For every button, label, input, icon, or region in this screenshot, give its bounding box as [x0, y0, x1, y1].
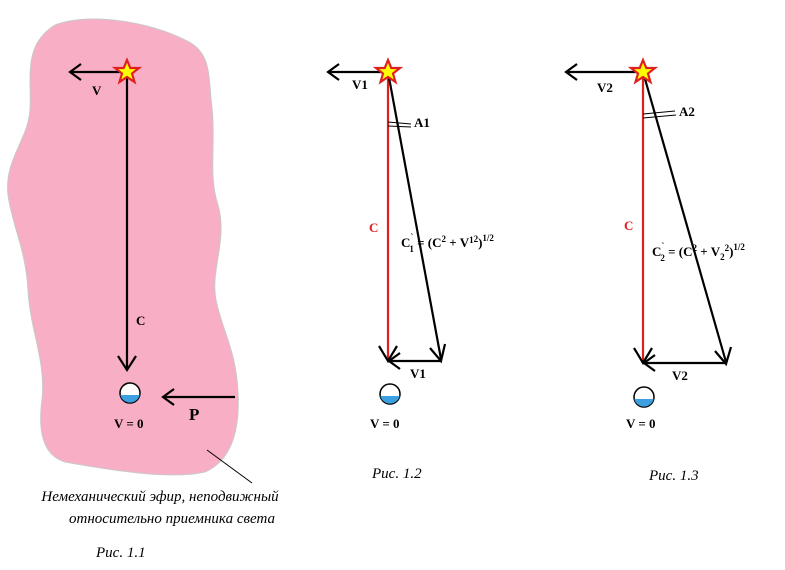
formula-c2: C`2 = (C2 + V22)1/2	[652, 241, 745, 263]
label-a2: A2	[679, 104, 695, 119]
label-v1-bottom: V1	[410, 366, 426, 381]
label-v: V	[92, 83, 102, 98]
label-v2-top: V2	[597, 80, 613, 95]
formula-c1: C`1 = (C2 + V12)1/2	[401, 232, 494, 254]
caption-fig-1-1: Рис. 1.1	[95, 545, 146, 561]
receiver-icon	[633, 386, 655, 408]
light-c-arrowhead	[117, 355, 137, 373]
angle-a1-mark	[387, 121, 412, 128]
velocity-v1-bottom-arrowhead	[387, 352, 401, 370]
label-v2-bottom: V2	[672, 368, 688, 383]
label-v-zero: V = 0	[114, 416, 144, 431]
resultant-c2-arrow	[641, 71, 728, 363]
caption-fig-1-2: Рис. 1.2	[371, 466, 422, 482]
label-v1-top: V1	[352, 77, 368, 92]
ether-note-line-2: относительно приемника света	[69, 511, 275, 527]
velocity-v2-bottom-arrowhead	[642, 354, 656, 372]
ether-note-line-1: Немеханический эфир, неподвижный	[40, 489, 279, 505]
label-p: P	[189, 405, 199, 424]
ether-flow-p-arrowhead	[161, 388, 175, 406]
label-c: C	[369, 220, 378, 235]
receiver-icon	[119, 382, 141, 404]
figure-1-1: V C P V = 0 Немеханический эфир, неподви…	[7, 18, 279, 561]
caption-fig-1-3: Рис. 1.3	[648, 468, 699, 484]
note-pointer-line	[206, 449, 253, 484]
angle-a2-mark	[642, 110, 677, 119]
label-c: C	[624, 218, 633, 233]
label-v-zero: V = 0	[626, 416, 656, 431]
figure-1-3: V2 A2 C C`2 = (C2 + V22)1/2 V2 V = 0 Рис…	[564, 58, 745, 484]
receiver-icon	[379, 383, 401, 405]
figure-1-2: V1 A1 C C`1 = (C2 + V12)1/2 V1 V = 0 Рис…	[326, 58, 494, 482]
ether-region	[7, 18, 239, 476]
velocity-v1-arrowhead	[326, 63, 340, 81]
resultant-c1-arrowhead	[429, 343, 447, 364]
velocity-v2-arrowhead	[564, 63, 578, 81]
label-v-zero: V = 0	[370, 416, 400, 431]
resultant-c1-arrow	[386, 71, 443, 360]
velocity-v-arrowhead	[68, 63, 82, 81]
label-a1: A1	[414, 115, 430, 130]
label-c: C	[136, 313, 145, 328]
